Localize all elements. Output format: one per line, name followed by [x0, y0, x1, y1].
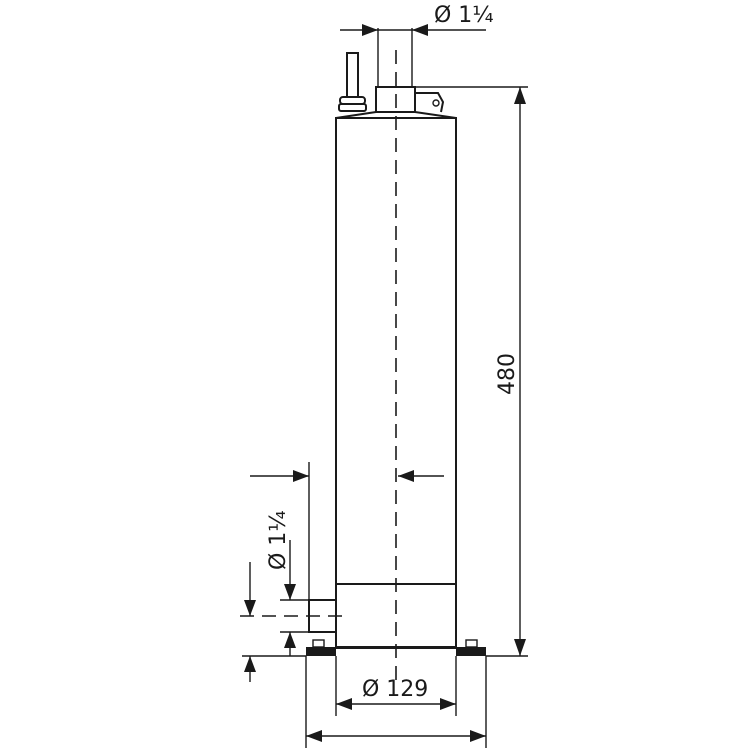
top-outlet-dimension [340, 24, 486, 36]
height-dimension [415, 86, 528, 657]
diameter-dimension [305, 656, 487, 748]
cable-gland [338, 52, 367, 112]
diameter-label: Ø 129 [362, 677, 428, 702]
top-outlet-label: Ø 1¼ [434, 3, 494, 28]
base-plate [306, 639, 486, 656]
side-outlet-label: Ø 1¼ [266, 510, 291, 570]
side-outlet [240, 599, 345, 633]
side-outlet-dimension [242, 462, 444, 682]
height-label: 480 [495, 353, 520, 395]
discharge-head [375, 28, 445, 113]
